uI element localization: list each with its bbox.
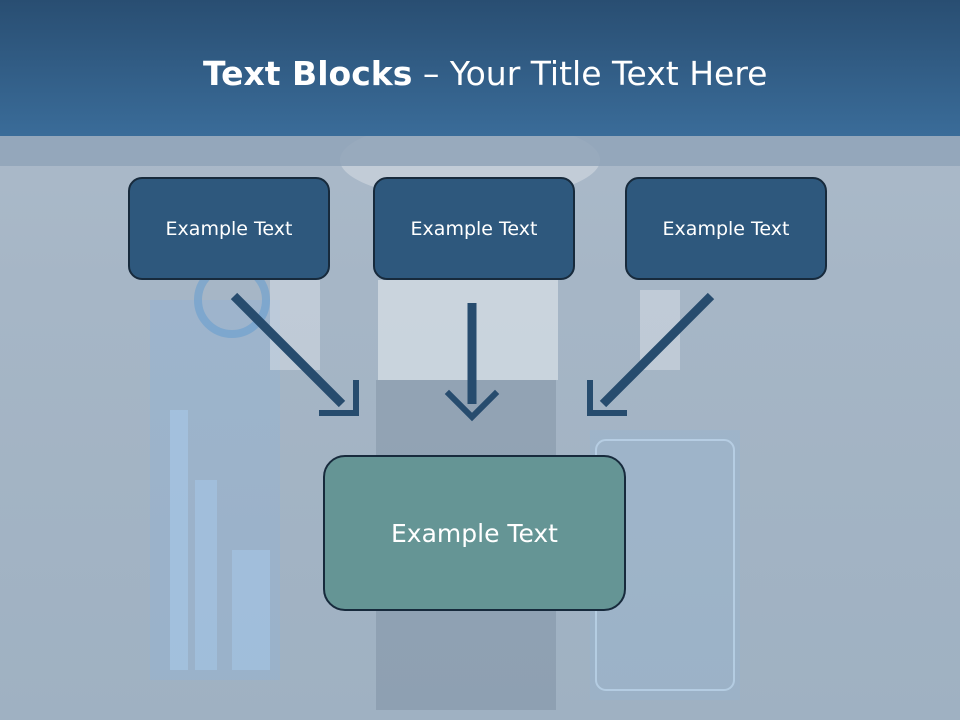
arrow-right-head [587,380,627,416]
text-block-main[interactable]: Example Text [323,455,626,611]
arrow-center-head [444,389,500,422]
text-block-right-label: Example Text [662,217,790,240]
slide-header [0,0,960,136]
arrow-left-head [319,380,359,416]
text-block-center-label: Example Text [410,217,538,240]
text-block-left-label: Example Text [165,217,293,240]
text-block-right[interactable]: Example Text [625,177,827,280]
title-bold: Text Blocks [203,54,413,93]
text-block-left[interactable]: Example Text [128,177,330,280]
text-block-center[interactable]: Example Text [373,177,575,280]
slide-title: Text Blocks – Your Title Text Here [203,54,768,98]
arrow-left-shaft [230,292,346,408]
title-dash: – [422,54,440,93]
header-band [0,136,960,166]
text-block-main-label: Example Text [391,518,558,548]
title-rest: Your Title Text Here [449,54,768,93]
arrow-right-shaft [599,292,715,408]
